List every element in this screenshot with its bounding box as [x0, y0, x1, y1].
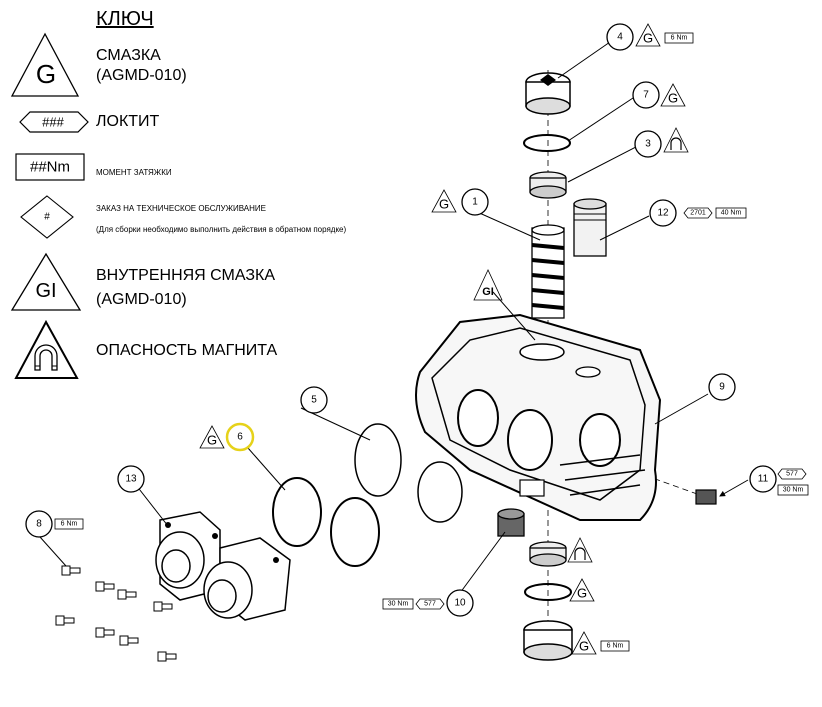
- svg-text:7: 7: [643, 90, 649, 101]
- internal-grease-sublabel: (AGMD-010): [96, 291, 187, 308]
- svg-text:4: 4: [617, 32, 623, 43]
- svg-text:1: 1: [472, 197, 478, 208]
- svg-text:###: ###: [42, 115, 64, 130]
- legend-symbols: G ### ##Nm # GI: [10, 32, 89, 379]
- callout-10: 10: [446, 589, 474, 617]
- torque-tag-12: 40 Nm: [715, 207, 747, 219]
- torque-tag-bottom: 6 Nm: [600, 640, 630, 652]
- loctite-tag-10: 577: [415, 598, 445, 610]
- svg-text:40 Nm: 40 Nm: [721, 210, 742, 217]
- grease-icon-7: G: [660, 83, 686, 107]
- svg-text:8: 8: [36, 519, 42, 530]
- grease-icon-6: G: [199, 425, 225, 449]
- torque-tag-4: 6 Nm: [664, 32, 694, 44]
- svg-text:11: 11: [758, 474, 769, 485]
- svg-text:GI: GI: [482, 286, 494, 298]
- part-8-screws: [55, 565, 177, 662]
- order-diamond-icon: #: [20, 195, 74, 239]
- order-note: (Для сборки необходимо выполнить действи…: [96, 225, 347, 234]
- bottom-cap: [523, 620, 573, 661]
- callout-8: 8: [25, 510, 53, 538]
- svg-text:G: G: [579, 639, 589, 654]
- svg-text:6 Nm: 6 Nm: [671, 35, 688, 42]
- callout-9: 9: [708, 373, 736, 401]
- svg-text:G: G: [36, 59, 56, 89]
- svg-text:577: 577: [786, 471, 798, 478]
- part-7-oring: [523, 134, 571, 152]
- magnet-icon-3: [663, 127, 689, 153]
- callout-11: 11: [749, 465, 777, 493]
- grease-sublabel: (AGMD-010): [96, 67, 187, 84]
- grease-icon-bottom-oring: G: [569, 578, 595, 602]
- internal-grease-label: ВНУТРЕННЯЯ СМАЗКА: [96, 267, 276, 284]
- part-13-end-caps: [155, 511, 291, 621]
- svg-text:6: 6: [237, 432, 243, 443]
- svg-text:6 Nm: 6 Nm: [607, 643, 624, 650]
- part-4-cap: [525, 72, 571, 115]
- internal-grease-triangle-icon: GI: [10, 252, 82, 311]
- loctite-tag-12: 2701: [683, 207, 713, 219]
- part-9-valve-body: [415, 313, 662, 521]
- svg-text:30 Nm: 30 Nm: [783, 487, 804, 494]
- svg-text:G: G: [643, 31, 653, 46]
- callout-5: 5: [300, 386, 328, 414]
- svg-text:9: 9: [719, 382, 725, 393]
- grease-label: СМАЗКА: [96, 47, 161, 64]
- loctite-label: ЛОКТИТ: [96, 113, 160, 130]
- callout-12: 12: [649, 199, 677, 227]
- svg-text:#: #: [44, 212, 50, 223]
- loctite-tag-11: 577: [777, 468, 807, 480]
- part-11-plug: [695, 489, 717, 505]
- grease-icon-1: G: [431, 189, 457, 213]
- callout-7: 7: [632, 81, 660, 109]
- svg-text:5: 5: [311, 395, 317, 406]
- svg-text:G: G: [207, 433, 217, 448]
- part-6-oring: [272, 477, 322, 547]
- callout-4: 4: [606, 23, 634, 51]
- callout-13: 13: [117, 465, 145, 493]
- svg-text:3: 3: [645, 139, 651, 150]
- magnet-icon-bottom: [567, 537, 593, 563]
- svg-text:G: G: [577, 586, 587, 601]
- internal-grease-icon-body: GI: [473, 269, 503, 301]
- legend: КЛЮЧ G ### ##Nm # GI СМАЗКА (AGMD-0: [0, 0, 400, 390]
- svg-text:GI: GI: [35, 280, 56, 302]
- part-3-magnet: [529, 171, 567, 199]
- legend-title: КЛЮЧ: [96, 8, 154, 30]
- torque-tag-8: 6 Nm: [54, 518, 84, 530]
- svg-text:##Nm: ##Nm: [30, 159, 70, 176]
- diaphragm-right: [417, 461, 463, 523]
- magnet-label: ОПАСНОСТЬ МАГНИТА: [96, 342, 278, 359]
- grease-icon-4: G: [635, 23, 661, 47]
- svg-text:13: 13: [125, 474, 137, 485]
- svg-text:10: 10: [454, 598, 466, 609]
- svg-text:30 Nm: 30 Nm: [388, 601, 409, 608]
- part-10-fitting: [497, 508, 525, 537]
- grease-triangle-icon: G: [10, 32, 80, 97]
- bottom-magnet: [529, 541, 567, 567]
- callout-6: 6: [225, 422, 255, 452]
- part-12-sleeve: [573, 198, 607, 257]
- torque-box-icon: ##Nm: [15, 153, 85, 181]
- magnet-warning-icon: [14, 319, 79, 379]
- grease-icon-bottom-cap: G: [571, 631, 597, 655]
- svg-text:12: 12: [657, 208, 669, 219]
- callout-3: 3: [634, 130, 662, 158]
- order-label: ЗАКАЗ НА ТЕХНИЧЕСКОЕ ОБСЛУЖИВАНИЕ: [96, 204, 266, 213]
- loctite-diamond-icon: ###: [19, 111, 89, 133]
- svg-text:577: 577: [424, 601, 436, 608]
- svg-text:G: G: [439, 197, 449, 212]
- bottom-oring: [524, 583, 572, 601]
- part-5-diaphragm: [354, 423, 402, 497]
- svg-text:G: G: [668, 91, 678, 106]
- part-6-oring-right: [330, 497, 380, 567]
- svg-text:6 Nm: 6 Nm: [61, 521, 78, 528]
- torque-tag-11: 30 Nm: [777, 484, 809, 496]
- callout-1: 1: [461, 188, 489, 216]
- part-1-spool: [531, 224, 565, 319]
- torque-label: МОМЕНТ ЗАТЯЖКИ: [96, 168, 172, 177]
- torque-tag-10: 30 Nm: [382, 598, 414, 610]
- svg-text:2701: 2701: [690, 210, 706, 217]
